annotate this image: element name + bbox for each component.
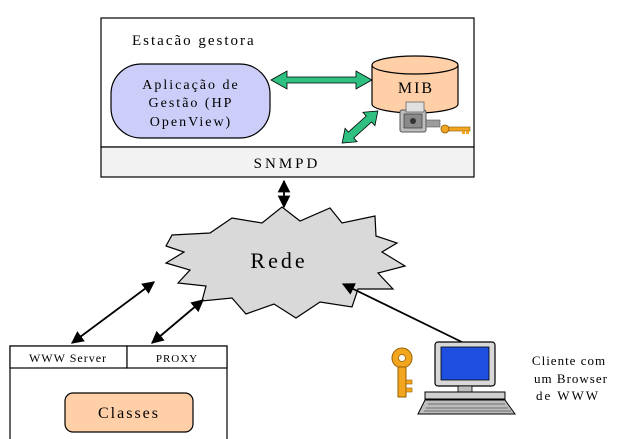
management-app-line-1: Aplicação de: [142, 78, 239, 93]
manager-station-title: Estacão gestora: [132, 33, 256, 49]
proxy-network-arrow: [151, 299, 204, 344]
manager-station: Estacão gestora Aplicação de Gestão (HP …: [100, 17, 475, 148]
proxy-label: PROXY: [156, 353, 198, 365]
www-network-arrow: [70, 281, 156, 344]
client-caption-line-2: um Browser: [534, 371, 608, 386]
mib-snmpd-arrow: [341, 110, 379, 144]
proxy-cell: [126, 345, 228, 369]
snmpd-label: SNMPD: [254, 156, 321, 172]
classes-label: Classes: [98, 405, 160, 422]
client-caption-line-1: Cliente com: [532, 353, 606, 368]
lock-icon: [399, 101, 441, 133]
management-app-line-3: OpenView): [150, 115, 232, 130]
mib-label: MIB: [398, 80, 434, 97]
small-key-icon: [440, 124, 471, 134]
management-app-line-2: Gestão (HP: [149, 96, 234, 111]
snmpd-bar: SNMPD: [100, 146, 475, 178]
client-caption-line-3: de WWW: [536, 388, 600, 403]
network-label: Rede: [250, 248, 307, 273]
app-mib-arrow: [270, 70, 373, 90]
computer-icon: [417, 341, 516, 415]
classes-box: [64, 392, 194, 433]
mib-database: MIB: [371, 55, 459, 114]
client-network-arrow: [341, 283, 469, 346]
management-app-box: [110, 63, 271, 139]
server-box: WWW Server PROXY Classes: [9, 345, 228, 439]
www-server-label: WWW Server: [29, 351, 107, 365]
client-caption: Cliente com um Browser de WWW: [532, 353, 608, 403]
key-icon: [391, 347, 413, 398]
